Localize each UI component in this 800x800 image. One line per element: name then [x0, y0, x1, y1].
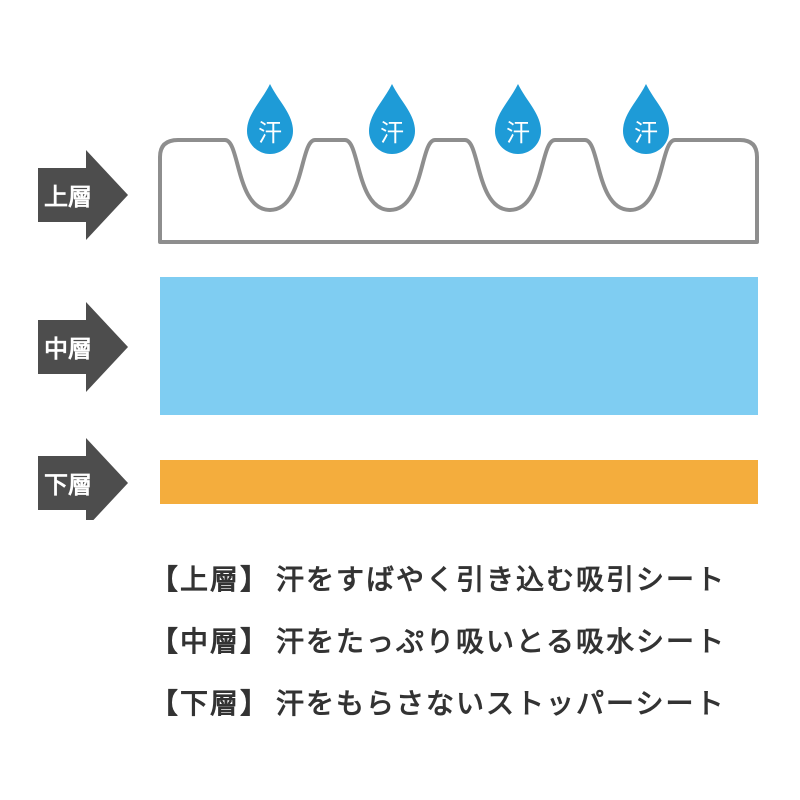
- arrow-bottom-layer: 下層: [38, 438, 128, 520]
- arrow-right-icon: [38, 302, 128, 392]
- arrow-right-icon: [38, 150, 128, 240]
- sweat-label: 汗: [258, 119, 282, 147]
- droplet-icon: [369, 84, 415, 154]
- sweat-drop: 汗: [495, 84, 541, 154]
- layer-label-bottom: 下層: [44, 471, 92, 499]
- middle-layer-sheet: [160, 277, 758, 415]
- arrow-top-layer: 上層: [38, 150, 128, 240]
- sweat-drop: 汗: [247, 84, 293, 154]
- legend-text: 汗をたっぷり吸いとる吸水シート: [276, 625, 727, 658]
- legend-item-bottom: 【下層】汗をもらさないストッパーシート: [150, 682, 770, 722]
- sweat-label: 汗: [380, 119, 404, 147]
- sweat-drop: 汗: [623, 84, 669, 154]
- droplet-icon: [623, 84, 669, 154]
- sweat-drop: 汗: [369, 84, 415, 154]
- legend-tag: 【中層】: [150, 625, 271, 658]
- top-layer-sheet: [158, 138, 759, 244]
- droplet-icon: [247, 84, 293, 154]
- layer-label-top: 上層: [44, 183, 92, 211]
- legend-tag: 【上層】: [150, 563, 271, 596]
- layer-label-middle: 中層: [44, 335, 92, 363]
- arrow-middle-layer: 中層: [38, 302, 128, 392]
- bottom-layer-sheet: [160, 460, 758, 504]
- sweat-label: 汗: [506, 119, 530, 147]
- legend-tag: 【下層】: [150, 687, 271, 720]
- sweat-label: 汗: [634, 119, 658, 147]
- legend-item-middle: 【中層】汗をたっぷり吸いとる吸水シート: [150, 620, 770, 660]
- layer-diagram: 上層 中層 下層 汗 汗 汗 汗: [38, 84, 759, 520]
- legend-item-top: 【上層】汗をすばやく引き込む吸引シート: [150, 558, 770, 598]
- legend-text: 汗をすばやく引き込む吸引シート: [276, 563, 727, 596]
- legend-text: 汗をもらさないストッパーシート: [276, 687, 726, 720]
- arrow-right-icon: [38, 438, 128, 520]
- droplet-icon: [495, 84, 541, 154]
